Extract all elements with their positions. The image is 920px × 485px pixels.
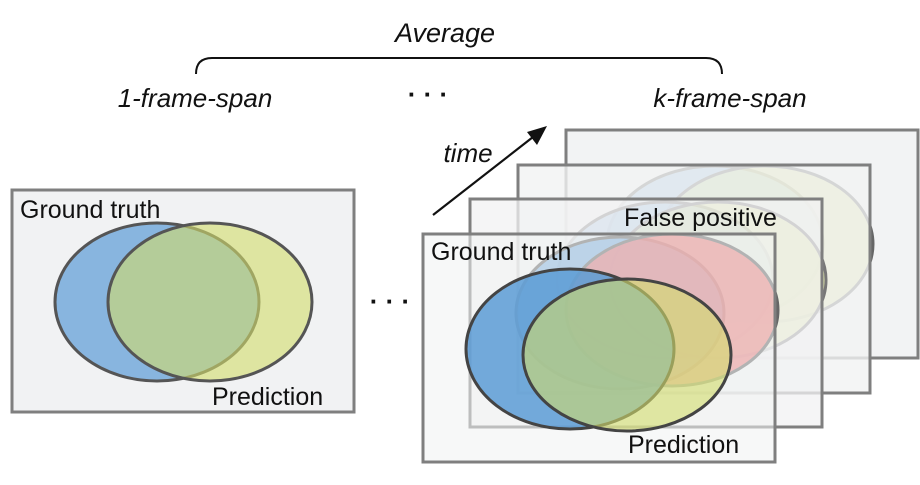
average-label: Average [393,18,495,48]
false-positive-label: False positive [624,204,777,232]
time-arrow [432,126,547,216]
k-frame-span-label: k-frame-span [653,83,806,113]
stack-ground-truth-label: Ground truth [431,238,571,266]
top-ellipsis: · · · [408,79,448,109]
prediction-region [106,221,314,383]
average-brace [195,57,723,75]
front-prediction-region [521,277,733,433]
frame-front-1: Ground truth Prediction [421,232,777,464]
single-prediction-label: Prediction [212,383,323,411]
single-frame: Ground truth Prediction [10,188,356,414]
middle-ellipsis: · · · [370,286,410,316]
time-label: time [443,138,492,168]
frame-stack: False positive Ground truth Prediction [421,128,920,464]
one-frame-span-label: 1-frame-span [118,83,273,113]
stack-prediction-label: Prediction [628,431,739,459]
single-ground-truth-label: Ground truth [20,196,160,224]
